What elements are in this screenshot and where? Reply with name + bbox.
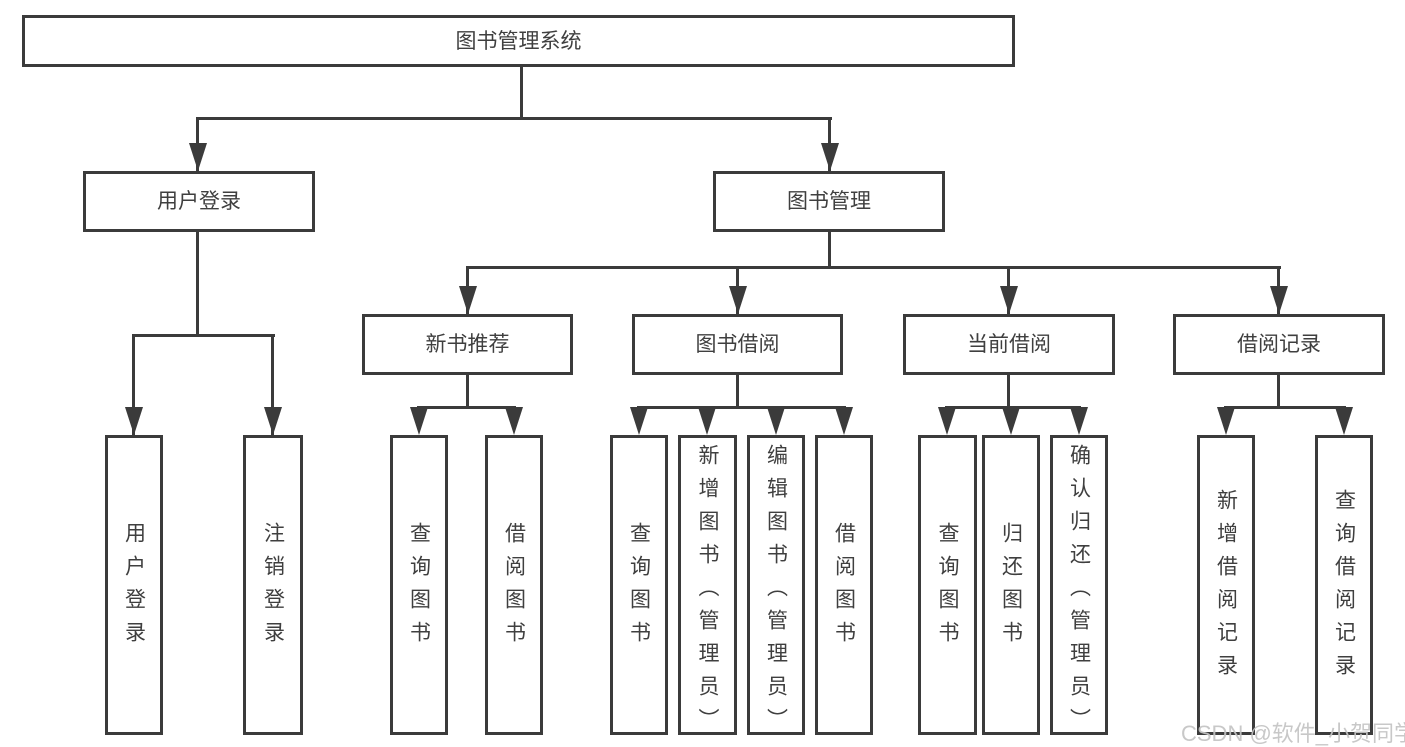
arrow-down-icon	[1270, 286, 1288, 314]
leaf-borrowing-borrow-books: 借阅图书	[815, 435, 873, 735]
leaf-borrowing-query-books: 查询图书	[610, 435, 668, 735]
leaf-borrowing-edit-books-admin: 编辑图书（管理员）	[747, 435, 805, 741]
connector-line	[637, 406, 846, 409]
node-new-book-recommend: 新书推荐	[362, 314, 573, 375]
leaf-current-confirm-return-admin: 确认归还（管理员）	[1050, 435, 1108, 741]
arrow-down-icon	[630, 407, 648, 435]
connector-line	[196, 230, 199, 337]
connector-line	[197, 117, 832, 120]
connector-line	[828, 230, 831, 268]
arrow-down-icon	[821, 143, 839, 171]
leaf-user-login: 用户登录	[105, 435, 163, 735]
leaf-records-query-record: 查询借阅记录	[1315, 435, 1373, 735]
arrow-down-icon	[410, 407, 428, 435]
arrow-down-icon	[264, 407, 282, 435]
node-borrowing-records: 借阅记录	[1173, 314, 1385, 375]
node-book-management-system: 图书管理系统	[22, 15, 1015, 67]
arrow-down-icon	[459, 286, 477, 314]
connector-line	[132, 334, 135, 435]
connector-line	[1224, 406, 1346, 409]
connector-line	[132, 334, 275, 337]
node-book-borrowing: 图书借阅	[632, 314, 843, 375]
leaf-current-return-books: 归还图书	[982, 435, 1040, 735]
arrow-down-icon	[189, 143, 207, 171]
arrow-down-icon	[835, 407, 853, 435]
arrow-down-icon	[1002, 407, 1020, 435]
arrow-down-icon	[938, 407, 956, 435]
node-user-login: 用户登录	[83, 171, 315, 232]
node-current-borrowing: 当前借阅	[903, 314, 1115, 375]
leaf-borrowing-add-books-admin: 新增图书（管理员）	[678, 435, 737, 741]
arrow-down-icon	[505, 407, 523, 435]
connector-line	[520, 64, 523, 120]
connector-line	[736, 373, 739, 409]
arrow-down-icon	[1335, 407, 1353, 435]
leaf-recommend-borrow-books: 借阅图书	[485, 435, 543, 735]
connector-line	[271, 334, 274, 435]
leaf-current-query-books: 查询图书	[918, 435, 977, 735]
connector-line	[1277, 373, 1280, 409]
arrow-down-icon	[125, 407, 143, 435]
leaf-recommend-query-books: 查询图书	[390, 435, 448, 735]
connector-line	[466, 266, 1281, 269]
arrow-down-icon	[1000, 286, 1018, 314]
arrow-down-icon	[698, 407, 716, 435]
arrow-down-icon	[1217, 407, 1235, 435]
connector-line	[1007, 373, 1010, 409]
connector-line	[466, 373, 469, 409]
connector-line	[417, 406, 516, 409]
arrow-down-icon	[767, 407, 785, 435]
csdn-watermark: CSDN @软件_小贺同学	[1181, 721, 1405, 746]
leaf-logout: 注销登录	[243, 435, 303, 735]
node-book-management: 图书管理	[713, 171, 945, 232]
arrow-down-icon	[729, 286, 747, 314]
arrow-down-icon	[1070, 407, 1088, 435]
leaf-records-add-record: 新增借阅记录	[1197, 435, 1255, 735]
